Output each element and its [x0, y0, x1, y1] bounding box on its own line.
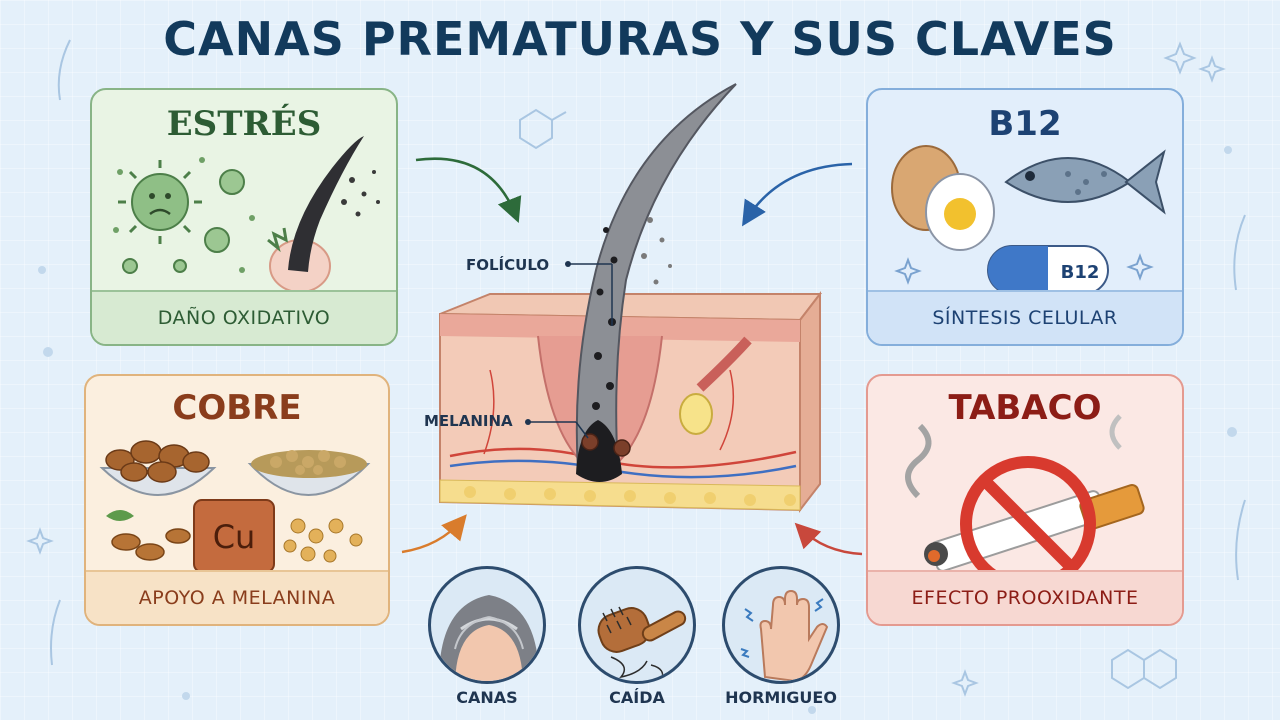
symptom-hormigueo-label: HORMIGUEO: [725, 688, 837, 707]
smoke-icon: [905, 423, 932, 499]
stress-illustration: [113, 136, 380, 293]
symptom-caida: [578, 566, 696, 684]
molecule-icon: [1111, 648, 1145, 690]
card-cobre-caption: APOYO A MELANINA: [86, 570, 388, 624]
molecule-icon: [519, 108, 553, 150]
smoke-icon: [1109, 414, 1122, 450]
copper-symbol: Cu: [213, 518, 256, 556]
capsule-label: B12: [1061, 262, 1100, 283]
melanin-label: MELANINA: [424, 412, 513, 430]
almond-icon: [111, 528, 191, 561]
b12-illustration: B12: [891, 145, 1166, 295]
damaged-hair-icon: [267, 136, 364, 293]
hair-strand-icon: [50, 599, 61, 666]
sebaceous-gland: [679, 393, 713, 435]
copper-illustration: Cu: [99, 440, 371, 573]
sparkle-icon: [1163, 41, 1197, 75]
gray-hair-head-icon: [439, 595, 539, 681]
fish-icon: [1004, 149, 1166, 215]
hair-strand-icon: [1235, 499, 1246, 581]
stress-virus-icon: [118, 160, 202, 244]
card-cobre-heading: COBRE: [172, 388, 302, 428]
hair-strand-icon: [57, 39, 71, 101]
hair-strand-icon: [1233, 214, 1246, 291]
sparkle-icon: [951, 669, 979, 697]
card-b12: B12 B12 SÍNTESIS CELULAR: [866, 88, 1184, 346]
hair-shaft: [575, 83, 737, 471]
symptom-caida-label: CAÍDA: [609, 688, 665, 707]
sparkle-icon: [26, 527, 54, 555]
card-estres-caption: DAÑO OXIDATIVO: [92, 290, 396, 344]
seeds-icon: [283, 518, 363, 563]
egg-icon: [891, 145, 995, 251]
card-tabaco-heading: TABACO: [948, 388, 1102, 428]
tingling-hand-icon: [740, 589, 829, 681]
skin-side-face: [799, 291, 821, 513]
card-tabaco: TABACO EFECTO PROOXIDANTE: [866, 374, 1184, 626]
sparkle-icon: [1126, 253, 1154, 281]
follicle-label: FOLÍCULO: [466, 256, 550, 274]
symptom-hormigueo: [722, 566, 840, 684]
capsule-icon: [987, 245, 1109, 295]
card-cobre: Cu COBRE APOYO A MELANINA: [84, 374, 390, 626]
sparkle-icon: [894, 257, 922, 285]
card-b12-heading: B12: [988, 104, 1062, 144]
card-b12-caption: SÍNTESIS CELULAR: [868, 290, 1182, 344]
symptom-canas: [428, 566, 546, 684]
walnut-bowl-icon: [99, 440, 217, 496]
legume-bowl-icon: [247, 450, 371, 496]
hair-follicle-diagram: [439, 83, 823, 513]
card-tabaco-caption: EFECTO PROOXIDANTE: [868, 570, 1182, 624]
arrector-muscle: [696, 336, 752, 392]
card-estres-heading: ESTRÉS: [166, 104, 322, 144]
melanocyte-icon: [581, 433, 631, 457]
page-title: CANAS PREMATURAS Y SUS CLAVES: [163, 12, 1117, 66]
sparkle-icon: [1198, 55, 1226, 83]
symptom-canas-label: CANAS: [456, 688, 518, 707]
hairbrush-icon: [597, 606, 687, 681]
card-estres: ESTRÉS DAÑO OXIDATIVO: [90, 88, 398, 346]
leaf-icon: [106, 510, 134, 521]
